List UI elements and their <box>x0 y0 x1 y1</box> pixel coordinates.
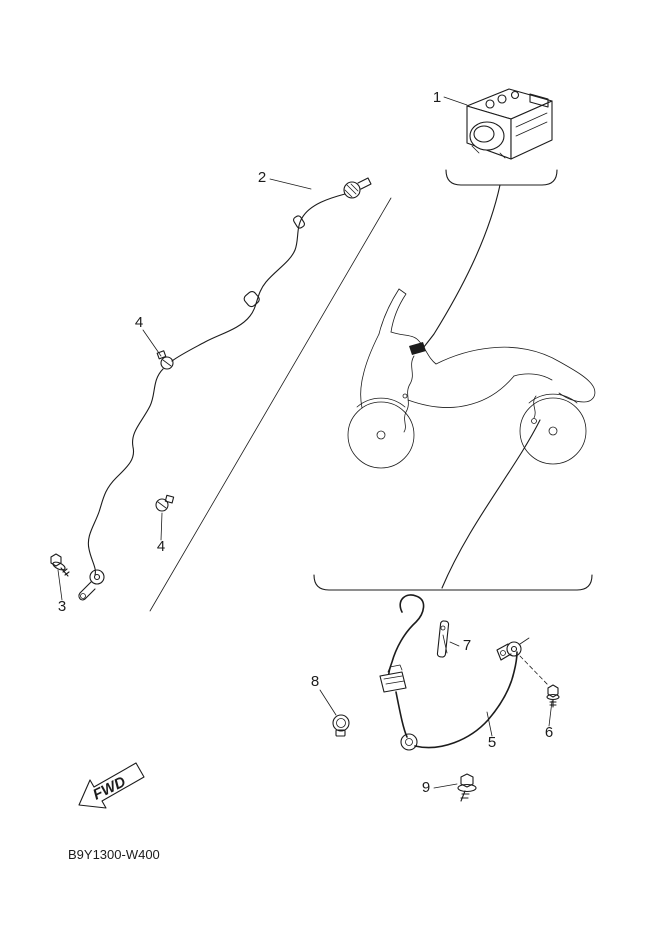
front-sensor-connector <box>343 177 372 199</box>
clamp-upper <box>156 350 174 370</box>
rear-cable-grommet <box>400 733 418 751</box>
leader-line-7 <box>449 641 460 647</box>
fwd-direction-arrow: FWD <box>78 762 145 809</box>
abs-unit-drawing <box>466 88 553 160</box>
scooter-silhouette <box>347 288 596 469</box>
fwd-arrow-shape <box>78 762 145 809</box>
front-sensor-head <box>78 569 105 601</box>
callout-9: 9 <box>422 779 430 796</box>
leader-line-3 <box>57 569 63 601</box>
harness-marker <box>409 342 426 355</box>
callout-6: 6 <box>545 724 553 741</box>
leader-line-2 <box>269 178 312 190</box>
rear-wheel-sensor-assembly <box>332 594 560 802</box>
rear-sensor-head <box>496 637 530 661</box>
callout-1: 1 <box>433 89 441 106</box>
abs-motor-cylinder <box>469 121 505 151</box>
callout-5: 5 <box>488 734 496 751</box>
drawing-code: B9Y1300-W400 <box>68 847 160 862</box>
rear-wheel <box>519 397 587 465</box>
rear-sensor-connector <box>379 664 407 693</box>
callout-4-upper: 4 <box>135 314 143 331</box>
leader-line-4-lower <box>160 512 163 541</box>
leader-line-1 <box>443 96 468 106</box>
callout-2: 2 <box>258 169 266 186</box>
front-wheel <box>347 401 415 469</box>
leader-line-5 <box>486 711 493 737</box>
bolt-9 <box>457 773 477 802</box>
bracket-7 <box>436 620 450 658</box>
cable-collar <box>293 215 305 229</box>
callout-3: 3 <box>58 598 66 615</box>
bolt-6 <box>546 684 560 708</box>
group-bracket-bottom <box>313 574 593 591</box>
cable-grommet <box>243 290 260 308</box>
callout-8: 8 <box>311 673 319 690</box>
clamp-8 <box>332 714 350 737</box>
front-wheel-sensor-cable <box>78 177 372 601</box>
connection-curve-top <box>419 184 501 353</box>
leader-line-6 <box>548 700 553 727</box>
bolt-3 <box>50 553 70 577</box>
clamp-lower <box>155 494 175 512</box>
leader-line-8 <box>319 689 337 716</box>
diagonal-separator-line <box>149 197 392 612</box>
callout-7: 7 <box>463 637 471 654</box>
leader-lines <box>57 96 553 789</box>
leader-line-4-upper <box>142 329 162 357</box>
callout-4-lower: 4 <box>157 538 165 555</box>
callout-numbers: 1 2 3 4 4 5 6 7 8 9 <box>58 89 553 796</box>
connection-curve-bottom <box>441 419 541 589</box>
leader-line-9 <box>433 783 458 789</box>
group-bracket-top <box>445 169 558 186</box>
dashed-leader-to-bolt-6 <box>519 655 550 687</box>
